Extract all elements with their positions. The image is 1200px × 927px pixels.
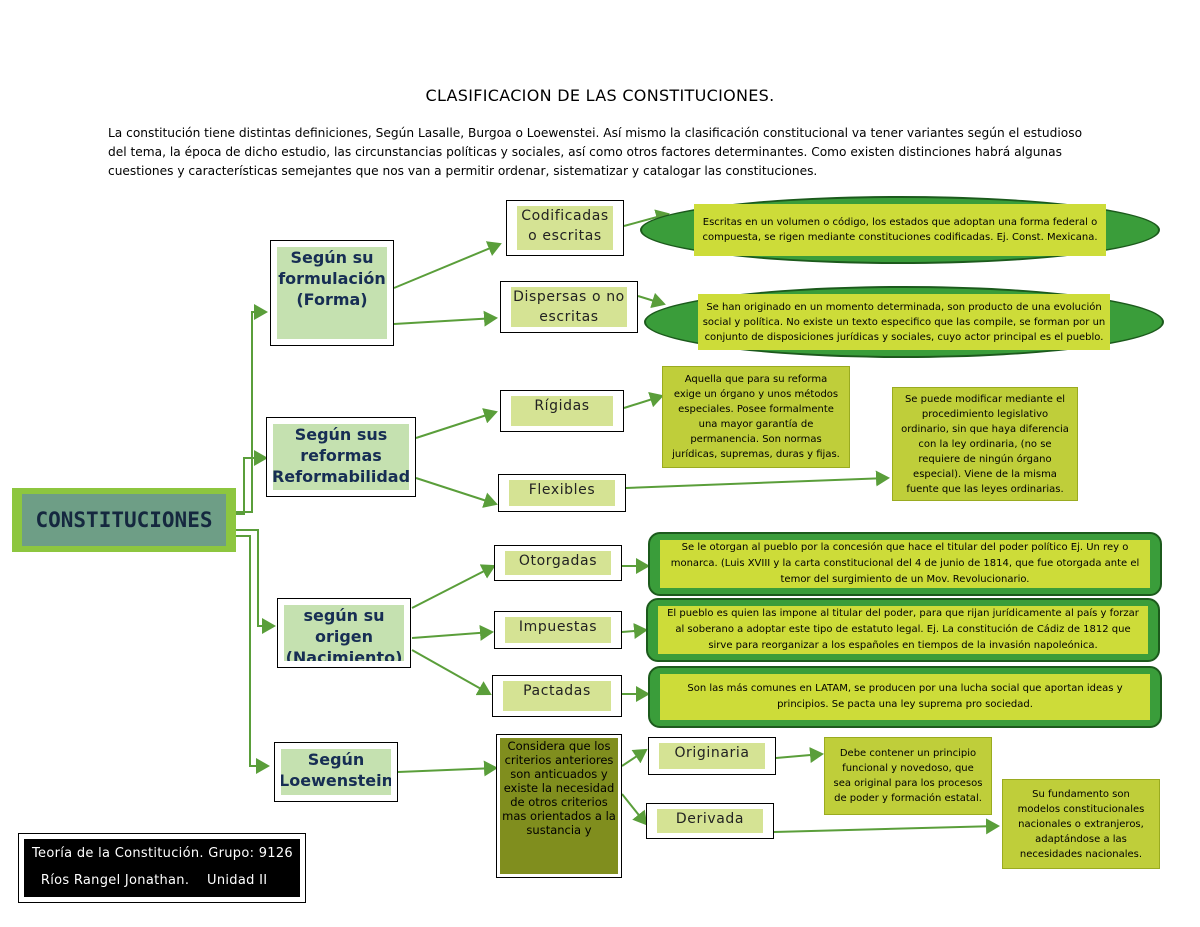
desc-dispersas: Se han originado en un momento determina… [644,286,1164,358]
footer-course: Teoría de la Constitución. Grupo: 9126 [32,846,293,861]
connector-impuestas-desc [621,623,648,639]
connector-reformas-rigidas [415,408,498,439]
type-dispersas: Dispersas o no escritas [500,281,638,333]
root-label: CONSTITUCIONES [22,494,226,546]
type-codificadas-label: Codificadas o escritas [517,206,613,250]
type-originaria: Originaria [648,737,776,775]
intro-paragraph: La constitución tiene distintas definici… [108,126,1083,178]
type-otorgadas: Otorgadas [494,545,622,581]
type-flexibles-label: Flexibles [509,480,615,506]
desc-originaria: Debe contener un principio funcional y n… [824,737,992,815]
connector-formulacion-codificadas [393,241,502,289]
desc-rigidas: Aquella que para su reforma exige un órg… [662,366,850,468]
desc-impuestas: El pueblo es quien las impone al titular… [646,598,1160,662]
connector-dispersas-desc [637,292,666,309]
footer-author: Ríos Rangel Jonathan. Unidad II [32,873,268,888]
connector-desc-derivada [621,793,648,826]
category-loewenst: Según Loewenstein [274,742,398,802]
desc-flexibles: Se puede modificar mediante el procedimi… [892,387,1078,501]
category-formulacion: Según su formulación (Forma) [270,240,394,346]
type-dispersas-label: Dispersas o no escritas [511,287,627,327]
desc-pactadas: Son las más comunes en LATAM, se produce… [648,666,1162,728]
type-impuestas: Impuestas [494,611,622,649]
connector-origen-pactadas [411,649,492,696]
desc-codificadas: Escritas en un volumen o código, los est… [640,196,1160,264]
desc-loewenst: Considera que los criterios anteriores s… [496,734,622,878]
type-impuestas-label: Impuestas [505,617,611,643]
connector-reformas-flexibles [415,477,498,508]
desc-derivada: Su fundamento son modelos constitucional… [1002,779,1160,869]
type-derivada-label: Derivada [657,809,763,833]
type-pactadas: Pactadas [492,675,622,717]
type-originaria-label: Originaria [659,743,765,769]
connector-root-formulacion [236,304,268,513]
category-formulacion-label: Según su formulación (Forma) [277,247,387,339]
type-rigidas-label: Rígidas [511,396,613,426]
category-loewenst-label: Según Loewenstein [281,749,391,795]
connector-root-reformas [236,450,268,515]
connector-flexibles-desc [625,470,890,489]
connector-root-loewenst [236,535,270,774]
connector-originaria-desc [775,747,824,764]
desc-otorgadas: Se le otorgan al pueblo por la concesión… [648,532,1162,596]
category-origen-label: según su origen (Nacimiento) [284,605,404,661]
desc-otorgadas-text: Se le otorgan al pueblo por la concesión… [660,540,1150,588]
connector-desc-originaria [621,748,648,767]
page-title: CLASIFICACION DE LAS CONSTITUCIONES. [425,86,775,105]
desc-impuestas-text: El pueblo es quien las impone al titular… [658,606,1148,654]
type-derivada: Derivada [646,803,774,839]
type-pactadas-label: Pactadas [503,681,611,711]
connector-root-origen [236,529,276,634]
desc-pactadas-text: Son las más comunes en LATAM, se produce… [660,674,1150,720]
type-rigidas: Rígidas [500,390,624,432]
type-codificadas: Codificadas o escritas [506,200,624,256]
category-reformas-label: Según sus reformas (Reformabilidad) [273,424,409,490]
root-node: CONSTITUCIONES [12,488,236,552]
footer-credits: Teoría de la Constitución. Grupo: 9126 R… [18,833,306,903]
connector-formulacion-dispersas [393,310,498,327]
category-reformas: Según sus reformas (Reformabilidad) [266,417,416,497]
desc-codificadas-text: Escritas en un volumen o código, los est… [694,204,1106,256]
desc-loewenst-text: Considera que los criterios anteriores s… [500,738,618,874]
category-origen: según su origen (Nacimiento) [277,598,411,668]
type-flexibles: Flexibles [498,474,626,512]
connector-rigidas-desc [623,391,664,409]
connector-origen-otorgadas [411,564,496,609]
connector-loewenst-desc [397,760,498,777]
desc-dispersas-text: Se han originado en un momento determina… [698,294,1110,350]
connector-derivada-desc [773,818,1000,835]
type-otorgadas-label: Otorgadas [505,551,611,575]
connector-origen-impuestas [411,624,494,641]
